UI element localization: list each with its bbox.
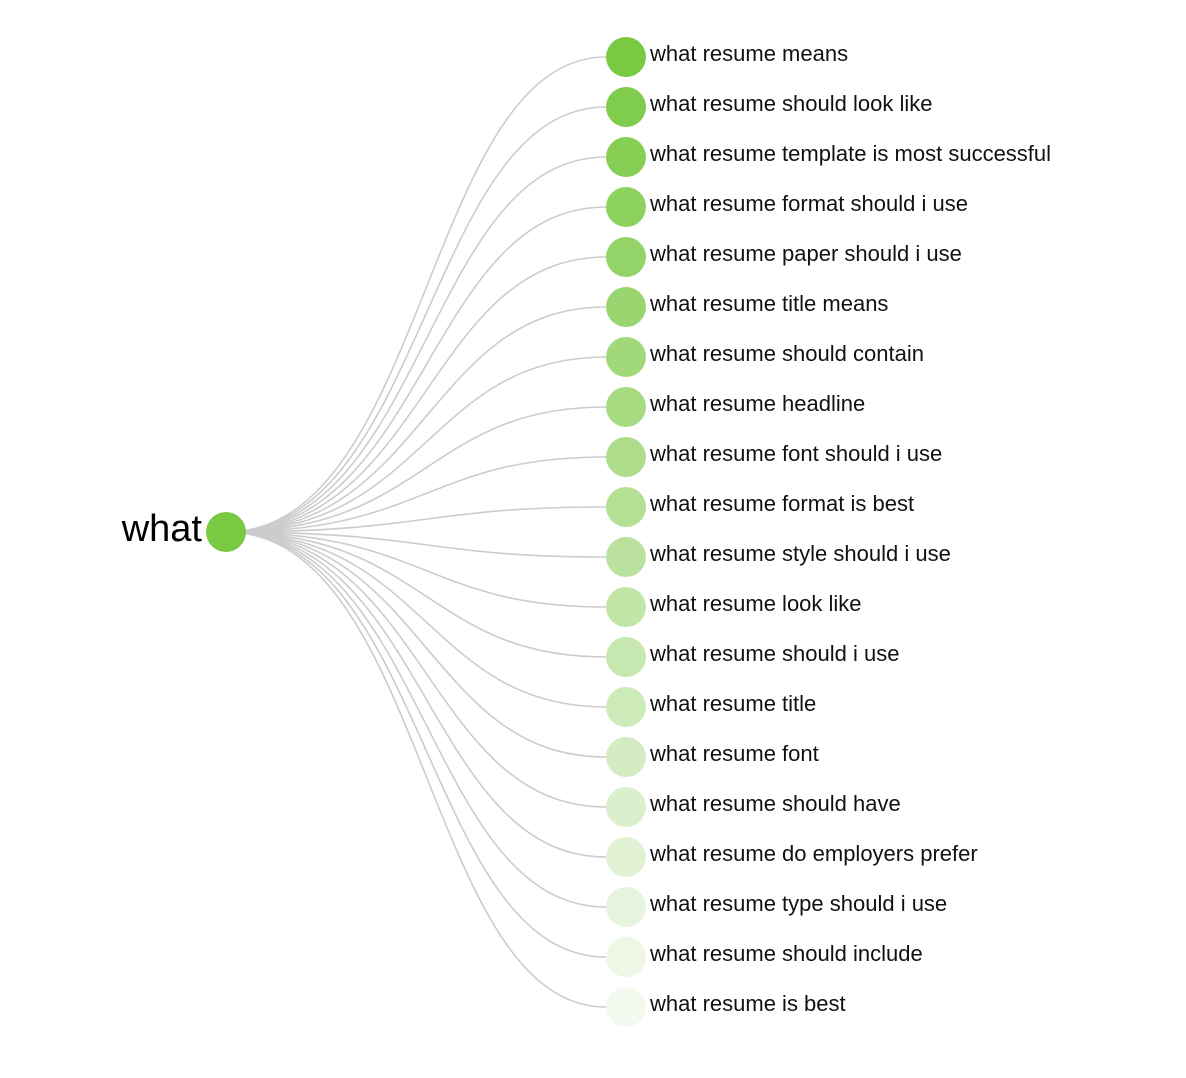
link-20 <box>225 531 607 1008</box>
child-label-9[interactable]: what resume font should i use <box>649 441 942 466</box>
child-node-4[interactable] <box>606 187 646 227</box>
child-label-13[interactable]: what resume should i use <box>649 641 899 666</box>
root-label: what <box>121 508 203 550</box>
link-2 <box>225 106 607 533</box>
child-node-16[interactable] <box>606 787 646 827</box>
child-label-12[interactable]: what resume look like <box>649 591 862 616</box>
link-15 <box>225 531 607 758</box>
child-node-5[interactable] <box>606 237 646 277</box>
child-node-14[interactable] <box>606 687 646 727</box>
child-node-20[interactable] <box>606 987 646 1027</box>
link-14 <box>225 531 607 708</box>
child-label-2[interactable]: what resume should look like <box>649 91 932 116</box>
child-label-17[interactable]: what resume do employers prefer <box>649 841 978 866</box>
child-label-6[interactable]: what resume title means <box>649 291 888 316</box>
child-label-11[interactable]: what resume style should i use <box>649 541 951 566</box>
link-1 <box>225 56 607 533</box>
child-node-10[interactable] <box>606 487 646 527</box>
child-node-1[interactable] <box>606 37 646 77</box>
link-6 <box>225 306 607 533</box>
link-5 <box>225 256 607 533</box>
child-node-18[interactable] <box>606 887 646 927</box>
link-16 <box>225 531 607 808</box>
child-label-15[interactable]: what resume font <box>649 741 819 766</box>
root-node[interactable] <box>206 512 246 552</box>
link-12 <box>225 531 607 608</box>
link-17 <box>225 531 607 858</box>
child-label-18[interactable]: what resume type should i use <box>649 891 947 916</box>
link-13 <box>225 531 607 658</box>
child-node-7[interactable] <box>606 337 646 377</box>
link-8 <box>225 406 607 533</box>
child-node-13[interactable] <box>606 637 646 677</box>
link-7 <box>225 356 607 533</box>
links-group <box>225 56 607 1008</box>
link-9 <box>225 456 607 533</box>
child-label-19[interactable]: what resume should include <box>649 941 923 966</box>
child-label-4[interactable]: what resume format should i use <box>649 191 968 216</box>
child-node-12[interactable] <box>606 587 646 627</box>
child-label-14[interactable]: what resume title <box>649 691 816 716</box>
link-4 <box>225 206 607 533</box>
child-label-16[interactable]: what resume should have <box>649 791 901 816</box>
link-11 <box>225 531 607 558</box>
child-label-10[interactable]: what resume format is best <box>649 491 914 516</box>
nodes-group: what resume means what resume should look… <box>121 37 1051 1027</box>
child-label-7[interactable]: what resume should contain <box>649 341 924 366</box>
child-label-3[interactable]: what resume template is most successful <box>649 141 1051 166</box>
link-3 <box>225 156 607 533</box>
child-label-20[interactable]: what resume is best <box>649 991 846 1016</box>
child-node-3[interactable] <box>606 137 646 177</box>
child-label-1[interactable]: what resume means <box>649 41 848 66</box>
child-node-6[interactable] <box>606 287 646 327</box>
child-node-19[interactable] <box>606 937 646 977</box>
child-node-11[interactable] <box>606 537 646 577</box>
child-label-8[interactable]: what resume headline <box>649 391 865 416</box>
child-node-2[interactable] <box>606 87 646 127</box>
link-10 <box>225 506 607 533</box>
child-label-5[interactable]: what resume paper should i use <box>649 241 962 266</box>
link-18 <box>225 531 607 908</box>
child-node-15[interactable] <box>606 737 646 777</box>
link-19 <box>225 531 607 958</box>
child-node-9[interactable] <box>606 437 646 477</box>
child-node-17[interactable] <box>606 837 646 877</box>
child-node-8[interactable] <box>606 387 646 427</box>
